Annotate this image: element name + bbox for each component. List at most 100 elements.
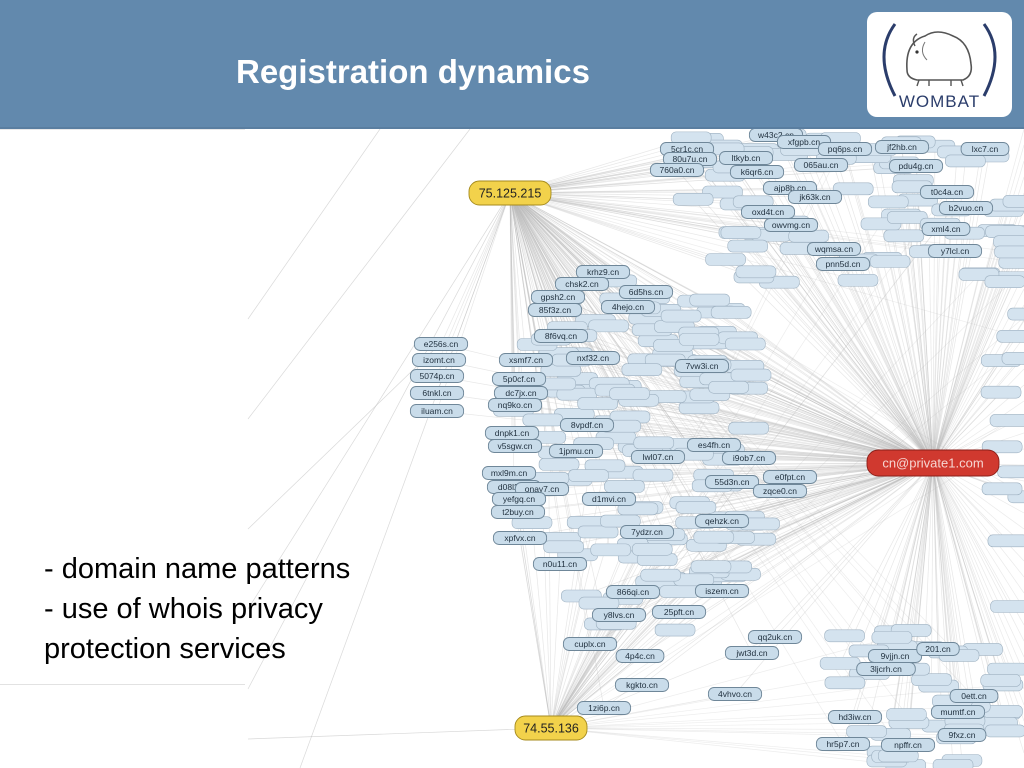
domain-node-occluded [710,306,752,319]
domain-node: wqmsa.cn [806,242,862,256]
domain-node-shape [806,242,862,256]
domain-node-label: 8vpdf.cn [571,420,603,430]
domain-node-occluded [690,560,732,573]
graph-edge [881,258,934,464]
graph-edge [932,462,1008,670]
domain-node-shape [919,185,975,199]
domain-node-occluded [984,275,1024,288]
domain-node-occluded [871,631,913,644]
graph-edge [907,462,934,746]
graph-edge [779,281,934,464]
graph-edge [932,272,1024,464]
domain-node: qq2uk.cn [747,630,803,644]
graph-edge [932,224,941,464]
domain-node: jf2hb.cn [874,140,930,154]
domain-node-occluded [727,239,769,253]
graph-edge [710,462,934,567]
domain-node-shape [532,557,588,571]
domain-node-label: zqce0.cn [763,486,797,496]
domain-node-occluded [705,253,746,266]
domain-node-label: pdu4g.cn [899,161,934,171]
graph-edge [550,544,638,729]
domain-node-shape [533,329,589,343]
graph-edge [932,129,1024,464]
graph-edge [894,462,934,632]
graph-edge [842,462,934,745]
domain-node-label: xml4.cn [931,224,961,234]
graph-edge [247,129,471,420]
domain-node-label: 065au.cn [804,160,839,170]
graph-edge [649,297,934,464]
graph-edge [820,164,934,464]
graph-edge [730,312,934,464]
left-panel-divider-top [0,129,245,130]
domain-node: jk63k.cn [787,190,843,204]
graph-edge [866,462,934,732]
graph-edge [509,192,559,453]
domain-node-shape [938,201,994,215]
domain-node: t0c4a.cn [919,185,975,199]
domain-node-label: 8f6vq.cn [545,331,577,341]
domain-node-label: qq2uk.cn [758,632,793,642]
domain-node-occluded [588,319,629,333]
domain-node-label: iszem.cn [705,586,739,596]
domain-node-occluded [678,333,720,346]
graph-edge [641,462,934,686]
graph-edge [509,192,846,684]
graph-edge [932,277,1016,464]
graph-edge [932,462,1024,610]
domain-node-occluded [980,385,1022,399]
domain-node-shape [554,277,610,291]
domain-node-occluded [621,363,663,376]
bullet-domain-name-patterns: - domain name patterns [44,553,351,585]
domain-node-shape [490,505,546,519]
domain-node: 55d3n.cn [704,475,760,489]
graph-edge [698,339,934,464]
domain-node-shape [548,444,604,458]
graph-edge [674,326,934,464]
domain-node-label: d1mvi.cn [592,494,626,504]
domain-node-shape [762,470,818,484]
domain-node-label: iluam.cn [421,406,453,416]
domain-node: xfgpb.cn [776,135,832,149]
domain-node: 7ydzr.cn [619,525,675,539]
domain-node-label: cuplx.cn [574,639,605,649]
graph-edge [932,368,1024,464]
bullet-whois-privacy: - use of whois privacy [44,593,323,625]
domain-node-label: t0c4a.cn [931,187,963,197]
domain-node-occluded [568,469,609,482]
graph-edge [509,192,641,309]
domain-node-shape [562,637,618,651]
domain-node-occluded [945,154,986,168]
domain-node-label: kgkto.cn [626,680,658,690]
domain-node-occluded [632,468,674,482]
domain-node-occluded [678,401,720,415]
ip-hub-node-label: 74.55.136 [523,721,579,735]
domain-node: v5sgw.cn [487,439,543,453]
graph-edge [509,149,759,194]
graph-edge [509,192,715,538]
graph-edge [906,217,934,464]
graph-edge [932,462,1024,738]
domain-node-label: e0fpt.cn [775,472,806,482]
domain-node-label: 7vw3i.cn [685,361,718,371]
domain-node-occluded [886,708,927,721]
domain-node-shape [724,646,780,660]
graph-edge [932,210,1004,464]
graph-edge [745,343,934,464]
graph-edge [789,221,934,464]
domain-node-shape [487,398,543,412]
graph-edge [509,192,604,273]
domain-node-shape [888,159,944,173]
graph-edge [666,462,934,579]
domain-node: xml4.cn [921,222,971,236]
ip-hub-node-label: 75.125.215 [479,186,542,200]
domain-node: 7vw3i.cn [674,359,730,373]
domain-node-label: 4p4c.cn [625,651,655,661]
domain-node-label: xfgpb.cn [788,137,820,147]
domain-node-occluded [538,458,580,471]
domain-node: gpsh2.cn [530,290,586,304]
graph-edge [932,273,981,464]
graph-edge [852,188,934,464]
domain-node-label: nq9ko.cn [498,400,533,410]
